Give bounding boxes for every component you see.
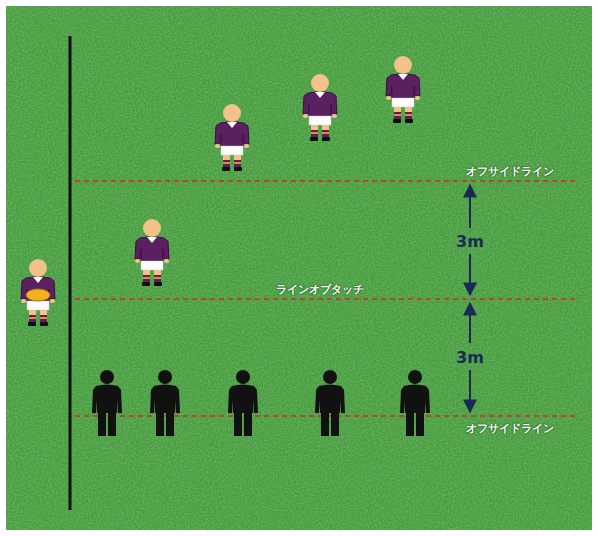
grass-texture: [6, 6, 592, 530]
defending-player: [150, 370, 180, 436]
offside-line-label-holder: オフサイドライン: [466, 421, 554, 436]
dimension-arrow: [469, 370, 471, 412]
offside-line-label-holder: オフサイドライン: [466, 164, 554, 179]
dimension-arrow: [469, 185, 471, 228]
distance-label: 3m: [456, 232, 484, 251]
defending-player: [228, 370, 258, 436]
defending-player: [92, 370, 122, 436]
offside-line: [75, 180, 578, 182]
dimension-arrow: [469, 254, 471, 295]
line-of-touch-label-holder: ラインオブタッチ: [276, 282, 364, 297]
defending-player: [400, 370, 430, 436]
line-of-touch-label: ラインオブタッチ: [276, 282, 364, 297]
offside-line-label: オフサイドライン: [466, 164, 554, 179]
offside-line-label: オフサイドライン: [466, 421, 554, 436]
attacking-player: [215, 104, 249, 171]
attacking-player: [303, 74, 337, 141]
touch-line: [69, 36, 72, 510]
defending-player: [315, 370, 345, 436]
attacking-player: [135, 219, 169, 286]
attacking-player: [386, 56, 420, 123]
dimension-arrow: [469, 303, 471, 343]
distance-label-holder: 3m: [456, 348, 484, 367]
grass-field: [6, 6, 592, 530]
grass-texture: [6, 6, 592, 530]
thrower-player: [21, 259, 55, 326]
distance-label-holder: 3m: [456, 232, 484, 251]
line-of-touch: [75, 298, 578, 300]
distance-label: 3m: [456, 348, 484, 367]
